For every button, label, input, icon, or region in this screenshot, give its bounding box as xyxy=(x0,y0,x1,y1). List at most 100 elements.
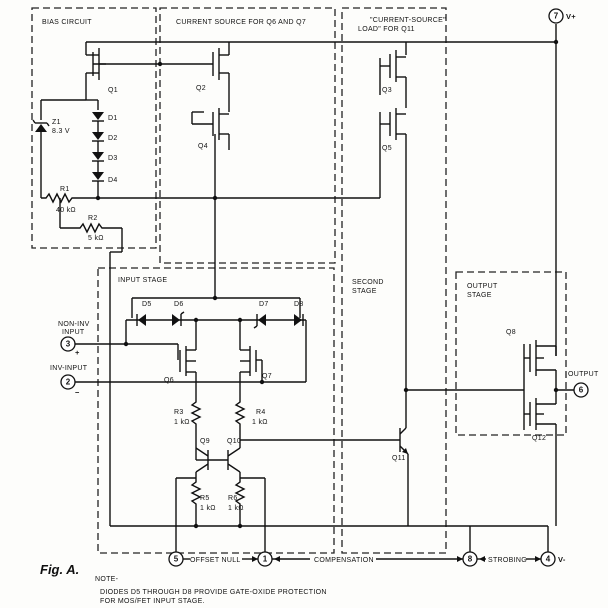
q11-label: Q11 xyxy=(392,455,406,462)
input-stage-box xyxy=(97,267,335,554)
current-source-box xyxy=(159,7,336,264)
diode-d6 xyxy=(172,311,185,326)
q9-collector xyxy=(195,447,209,457)
d6-label: D6 xyxy=(174,301,184,308)
resistor-r5 xyxy=(190,478,202,526)
input-stage-title: INPUT STAGE xyxy=(118,277,167,284)
d4-label: D4 xyxy=(108,177,118,184)
d7-label: D7 xyxy=(259,301,269,308)
bias-circuit-box xyxy=(31,7,157,249)
r6-label: R6 xyxy=(228,495,238,502)
svg-text:3: 3 xyxy=(66,340,71,349)
r6-value: 1 kΩ xyxy=(228,505,244,512)
zener-z1 xyxy=(32,119,50,132)
note-line-1: DIODES D5 THROUGH D8 PROVIDE GATE-OXIDE … xyxy=(100,589,327,596)
d8-label: D8 xyxy=(294,301,304,308)
r1-label: R1 xyxy=(60,186,70,193)
second-stage-title-line1: SECOND xyxy=(352,279,384,286)
q3-label: Q3 xyxy=(382,87,392,94)
svg-text:5: 5 xyxy=(174,555,179,564)
q12-label: Q12 xyxy=(532,435,546,442)
d1-label: D1 xyxy=(108,115,118,122)
output-stage-title-line2: STAGE xyxy=(467,292,492,299)
diode-d5 xyxy=(136,314,146,326)
compensation-terminal-1[interactable]: 1 xyxy=(257,551,273,567)
svg-text:8: 8 xyxy=(468,555,473,564)
q2-label: Q2 xyxy=(196,85,206,92)
resistor-r3 xyxy=(190,398,202,440)
compensation-label: COMPENSATION xyxy=(314,557,374,564)
z1-label: Z1 xyxy=(52,119,61,126)
svg-text:1: 1 xyxy=(263,555,268,564)
q9-emitter xyxy=(195,463,209,473)
load-title-line1: "CURRENT-SOURCE" xyxy=(370,17,446,24)
r4-value: 1 kΩ xyxy=(252,419,268,426)
note-title: NOTE- xyxy=(95,576,119,583)
output-stage-box xyxy=(455,271,567,436)
q7-label: Q7 xyxy=(262,373,272,380)
q5-label: Q5 xyxy=(382,145,392,152)
current-source-title: CURRENT SOURCE FOR Q6 AND Q7 xyxy=(176,19,306,26)
q4-label: Q4 xyxy=(198,143,208,150)
noninv-input-terminal[interactable]: 3 xyxy=(60,336,76,352)
q8-label: Q8 xyxy=(506,329,516,336)
r1-value: 40 kΩ xyxy=(56,207,76,214)
resistor-r6 xyxy=(234,478,246,526)
vplus-label: V+ xyxy=(566,12,576,21)
q10-emitter xyxy=(227,463,241,473)
resistor-r1 xyxy=(41,192,98,204)
d3-label: D3 xyxy=(108,155,118,162)
noninv-label-line2: INPUT xyxy=(62,329,85,336)
resistor-r2 xyxy=(60,222,122,234)
inv-sign: − xyxy=(75,388,80,397)
q9-label: Q9 xyxy=(200,438,210,445)
d2-label: D2 xyxy=(108,135,118,142)
vminus-label: V- xyxy=(558,555,566,564)
z1-value: 8.3 V xyxy=(52,128,70,135)
offset-null-label: OFFSET NULL xyxy=(190,557,241,564)
q10-collector xyxy=(227,447,241,457)
r3-label: R3 xyxy=(174,409,184,416)
offset-null-terminal[interactable]: 5 xyxy=(168,551,184,567)
strobing-terminal[interactable]: 8 xyxy=(462,551,478,567)
q11-collector xyxy=(399,427,407,435)
r2-label: R2 xyxy=(88,215,98,222)
diode-d1 xyxy=(92,112,104,122)
r4-label: R4 xyxy=(256,409,266,416)
second-stage-title-line2: STAGE xyxy=(352,288,377,295)
figure-title: Fig. A. xyxy=(40,562,79,577)
r5-value: 1 kΩ xyxy=(200,505,216,512)
d5-label: D5 xyxy=(142,301,152,308)
note-line-2: FOR MOS/FET INPUT STAGE. xyxy=(100,598,205,605)
vminus-terminal[interactable]: 4 xyxy=(540,551,556,567)
svg-text:7: 7 xyxy=(554,12,559,21)
strobing-label: STROBING xyxy=(488,557,527,564)
diode-d7 xyxy=(253,314,266,329)
noninv-label-line1: NON-INV xyxy=(58,321,90,328)
r2-value: 5 kΩ xyxy=(88,235,104,242)
diode-d2 xyxy=(92,132,104,142)
vplus-terminal[interactable]: 7 xyxy=(548,8,564,24)
r3-value: 1 kΩ xyxy=(174,419,190,426)
q10-label: Q10 xyxy=(227,438,241,445)
resistor-r4 xyxy=(234,398,246,440)
output-terminal[interactable]: 6 xyxy=(573,382,589,398)
bias-circuit-title: BIAS CIRCUIT xyxy=(42,19,92,26)
inv-input-label: INV-INPUT xyxy=(50,365,88,372)
q6-label: Q6 xyxy=(164,377,174,384)
svg-text:4: 4 xyxy=(546,555,551,564)
output-label: OUTPUT xyxy=(568,371,599,378)
load-title-line2: LOAD" FOR Q11 xyxy=(358,26,415,33)
inv-input-terminal[interactable]: 2 xyxy=(60,374,76,390)
q1-label: Q1 xyxy=(108,87,118,94)
noninv-sign: + xyxy=(75,348,80,357)
second-stage-box xyxy=(341,7,447,554)
output-stage-title-line1: OUTPUT xyxy=(467,283,498,290)
diode-d3 xyxy=(92,152,104,162)
svg-text:2: 2 xyxy=(66,378,71,387)
diode-d4 xyxy=(92,172,104,182)
diode-d8 xyxy=(294,314,304,326)
r5-label: R5 xyxy=(200,495,210,502)
